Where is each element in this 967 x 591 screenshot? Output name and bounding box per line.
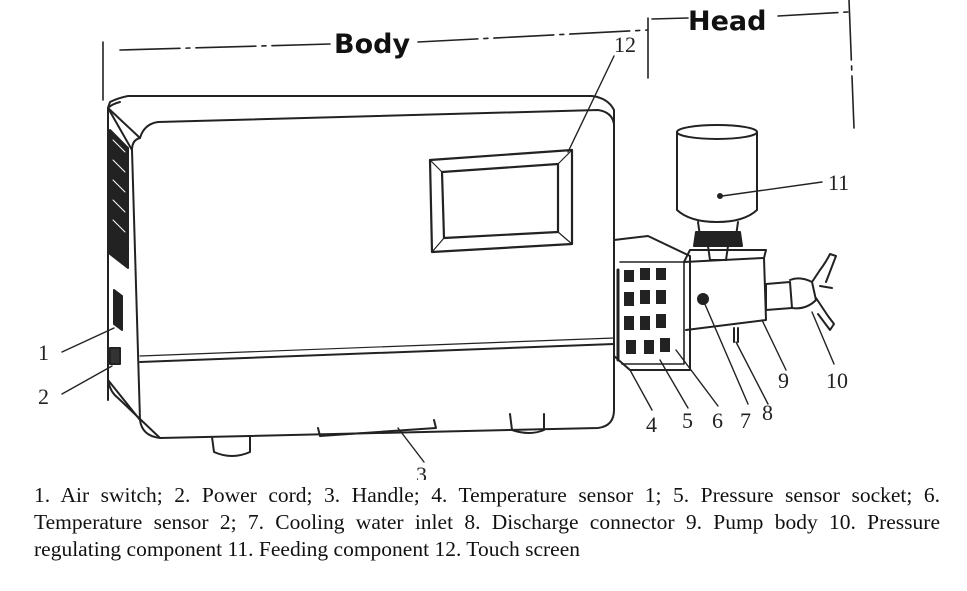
callout-9: 9 — [778, 368, 789, 393]
head-dimension-line — [651, 0, 855, 129]
leader-lines — [61, 55, 835, 463]
callout-3: 3 — [416, 462, 427, 480]
handle — [317, 419, 437, 437]
callout-6: 6 — [712, 408, 723, 433]
callout-4: 4 — [646, 412, 657, 437]
callout-2: 2 — [38, 384, 49, 409]
callout-numbers: 1 2 3 4 5 6 7 8 9 10 11 12 — [38, 32, 849, 480]
power-cord-socket — [109, 347, 121, 365]
body-dimension-line — [102, 17, 649, 101]
callout-5: 5 — [682, 408, 693, 433]
main-cabinet — [107, 95, 615, 439]
pressure-regulator — [765, 253, 837, 331]
feeding-hopper — [676, 124, 758, 261]
callout-1: 1 — [38, 340, 49, 365]
callout-8: 8 — [762, 400, 773, 425]
side-vent — [109, 129, 129, 269]
callout-12: 12 — [614, 32, 636, 57]
homogenizer-diagram: Body Head 1 2 3 4 5 6 7 8 9 10 11 12 — [38, 0, 855, 480]
sensor-block — [613, 235, 691, 371]
air-switch — [113, 289, 123, 331]
callout-7: 7 — [740, 408, 751, 433]
pump-body — [683, 249, 767, 343]
section-label-body: Body — [334, 29, 410, 60]
section-label-head: Head — [688, 6, 766, 37]
callout-11: 11 — [828, 170, 849, 195]
figure-caption: 1. Air switch; 2. Power cord; 3. Handle;… — [34, 483, 940, 561]
callout-10: 10 — [826, 368, 848, 393]
feet — [211, 413, 545, 457]
touch-screen — [428, 148, 574, 254]
